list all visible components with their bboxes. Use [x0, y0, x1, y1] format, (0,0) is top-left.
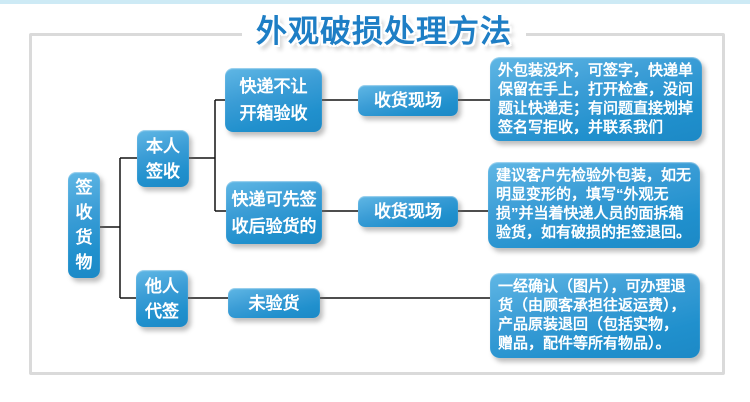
- node-signed-by-others: 他人代签: [136, 270, 188, 327]
- node-uninspected: 未验货: [228, 288, 320, 318]
- node-sign-in-person: 本人签收: [137, 130, 189, 187]
- node-receiving-site-bottom: 收货现场: [358, 196, 458, 227]
- page-title-wrap: 外观破损处理方法: [242, 12, 526, 52]
- top-accent-bar: [0, 0, 750, 4]
- node-sign-first-inspect-later: 快递可先签收后验货的: [226, 181, 322, 244]
- node-courier-refuses-open-box: 快递不让开箱验收: [225, 68, 322, 132]
- node-receiving-site-top: 收货现场: [358, 85, 458, 116]
- page-title: 外观破损处理方法: [256, 14, 512, 49]
- info-block-no-open-box: 外包装没坏，可签字，快递单保留在手上，打开检查，没问题让快递走；有问题直接划掉签…: [490, 57, 702, 141]
- info-block-sign-first: 建议客户先检验外包装，如无明显变形的，填写“外观无损”并当着快递人员的面拆箱验货…: [488, 162, 700, 248]
- info-block-proxy-return: 一经确认（图片），可办理退货（由顾客承担往返运费），产品原装退回（包括实物，赠品…: [490, 273, 700, 358]
- node-sign-for-goods: 签收货物: [68, 172, 100, 278]
